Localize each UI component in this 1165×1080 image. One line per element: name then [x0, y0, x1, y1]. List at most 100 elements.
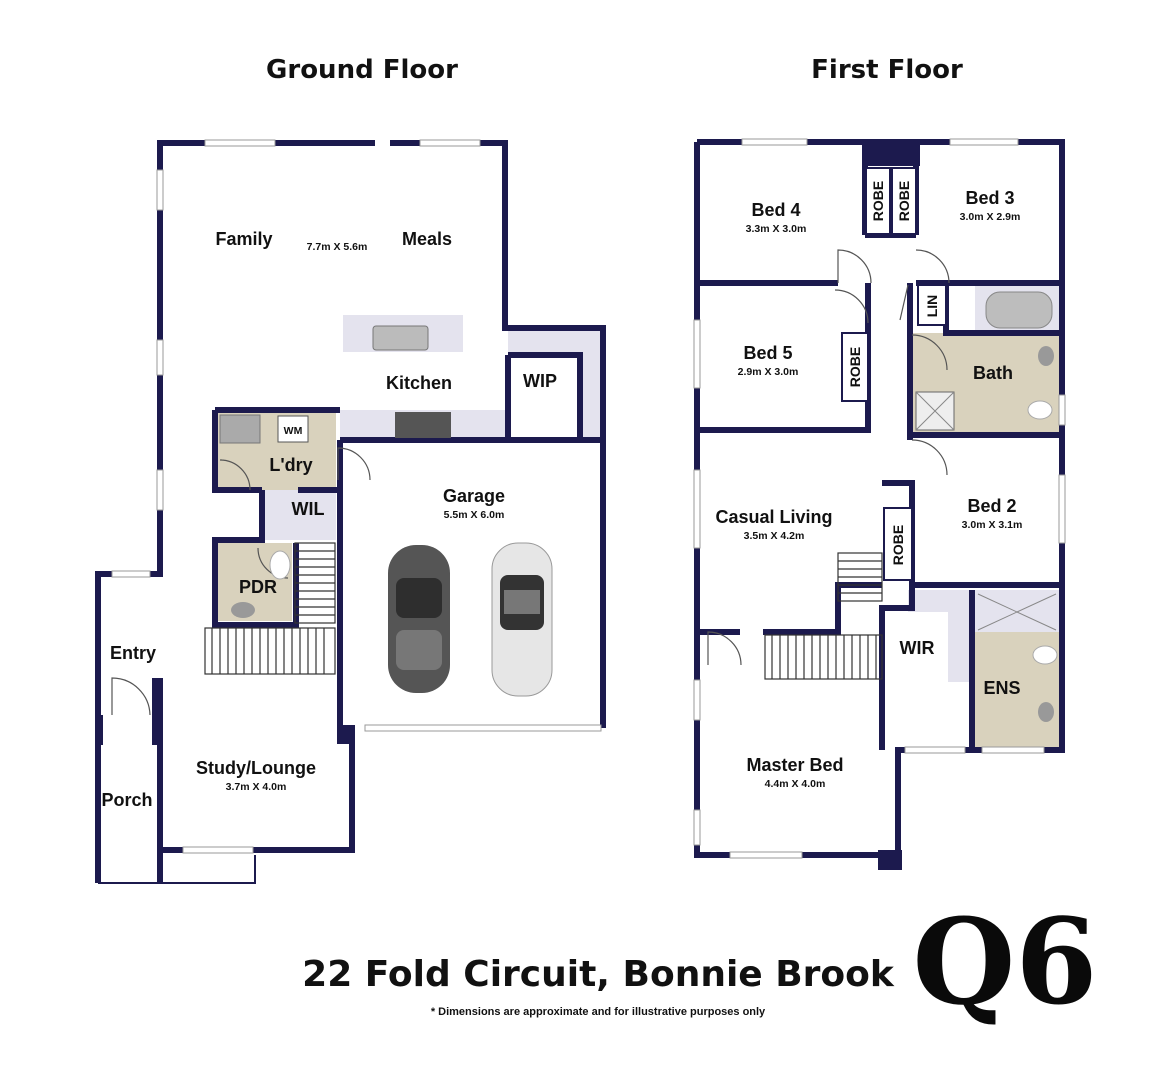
- bed3-label: Bed 3: [965, 188, 1014, 208]
- pdr-label: PDR: [239, 577, 277, 597]
- robe-bed2-label: ROBE: [890, 525, 906, 565]
- garage-door-swing: [337, 447, 371, 481]
- car-dark-icon: [388, 545, 450, 693]
- window: [156, 339, 164, 376]
- window: [693, 679, 701, 721]
- window: [156, 169, 164, 211]
- shower-tray-lines: [915, 391, 955, 431]
- robe-bed4-label: ROBE: [870, 181, 886, 221]
- ground-staircase: [204, 542, 336, 675]
- first-staircase: [764, 552, 883, 680]
- laundry-tub: [219, 414, 261, 444]
- first-floor-title: First Floor: [811, 55, 963, 85]
- dimensions-disclaimer: * Dimensions are approximate and for ill…: [431, 1006, 766, 1018]
- bed2-door-swing: [911, 439, 948, 476]
- window: [981, 746, 1045, 754]
- basin: [1038, 346, 1054, 366]
- casual-bottom-wall: [700, 582, 882, 635]
- bed5-label: Bed 5: [743, 343, 792, 363]
- bed2-label: Bed 2: [967, 496, 1016, 516]
- washing-machine: [277, 415, 309, 443]
- wil-label: WIL: [292, 499, 325, 519]
- ens-shower-lines: [977, 593, 1057, 631]
- bed3-dimensions: 3.0m X 2.9m: [960, 211, 1021, 223]
- bed4-door-swing: [837, 249, 872, 284]
- garage-dimensions: 5.5m X 6.0m: [444, 509, 505, 521]
- toilet: [269, 550, 291, 580]
- bed4-dimensions: 3.3m X 3.0m: [746, 223, 807, 235]
- wm-label: WM: [284, 425, 303, 437]
- bed2-dimensions: 3.0m X 3.1m: [962, 519, 1023, 531]
- entry-label: Entry: [110, 643, 156, 663]
- wir-shelf: [948, 612, 970, 682]
- ground-floor-plan: Ground Floor Family 7.7m X 5.6m Meals Ki…: [95, 55, 606, 884]
- family-meals-dimensions: 7.7m X 5.6m: [307, 241, 368, 253]
- porch-label: Porch: [101, 790, 152, 810]
- robe-bed5: [841, 332, 869, 402]
- laundry-door-swing: [219, 459, 251, 491]
- car-white-icon: [491, 542, 553, 697]
- robe-bed2: [883, 507, 913, 581]
- casual-living-label: Casual Living: [715, 507, 832, 527]
- robe-bed3: [891, 167, 917, 235]
- window: [111, 570, 151, 578]
- laundry-walls: [212, 407, 340, 493]
- wir-walls: [879, 590, 975, 750]
- bath-walls: [907, 283, 1062, 440]
- study-dimensions: 3.7m X 4.0m: [226, 781, 287, 793]
- wir-label: WIR: [900, 638, 935, 658]
- basin: [231, 602, 255, 618]
- master-pier: [878, 850, 902, 870]
- agency-logo: Q6: [913, 892, 1098, 1031]
- toilet: [1027, 400, 1053, 420]
- window: [156, 469, 164, 511]
- window: [729, 851, 803, 859]
- family-label: Family: [215, 229, 272, 249]
- garage-door: [364, 724, 602, 732]
- linen-cupboard: [917, 284, 947, 326]
- robe-bed4: [865, 167, 891, 235]
- window: [182, 846, 254, 854]
- window: [741, 138, 808, 146]
- pdr-walls: [212, 490, 299, 628]
- study-label: Study/Lounge: [196, 758, 316, 778]
- window: [693, 319, 701, 389]
- master-door-swing: [707, 631, 742, 666]
- bed3-door-swing: [915, 249, 950, 284]
- ens-label: ENS: [983, 678, 1020, 698]
- bed5-dimensions: 2.9m X 3.0m: [738, 366, 799, 378]
- window: [904, 746, 966, 754]
- ground-floor-title: Ground Floor: [266, 55, 458, 85]
- wip-floor: [510, 355, 580, 440]
- sink: [372, 325, 429, 351]
- laundry-label: L'dry: [269, 455, 312, 475]
- basin: [1038, 702, 1054, 722]
- wip-walls: [505, 352, 583, 440]
- wip-label: WIP: [523, 371, 557, 391]
- robe-header: [862, 142, 920, 166]
- porch-outline: [98, 855, 256, 884]
- bathtub-icon: [985, 291, 1053, 329]
- lin-door: [899, 284, 909, 321]
- robe-bed3-label: ROBE: [896, 181, 912, 221]
- window: [949, 138, 1019, 146]
- meals-label: Meals: [402, 229, 452, 249]
- window: [419, 139, 481, 147]
- wil-floor: [262, 490, 336, 540]
- kitchen-label: Kitchen: [386, 373, 452, 393]
- entry-door-swing: [111, 677, 151, 716]
- first-floor-plan: First Floor Bed 4 3.3m X 3.0m Bed 3 3.0m…: [693, 55, 1066, 870]
- entry-door-jambs: [97, 678, 158, 745]
- window: [693, 469, 701, 549]
- toilet: [1032, 645, 1058, 665]
- master-bed-dimensions: 4.4m X 4.0m: [765, 778, 826, 790]
- window: [1058, 394, 1066, 426]
- first-outer-wall-left: [694, 142, 880, 858]
- bath-label: Bath: [973, 363, 1013, 383]
- bath-door-swing: [911, 334, 948, 371]
- window: [1058, 474, 1066, 544]
- garage-pier: [337, 728, 353, 744]
- property-address: 22 Fold Circuit, Bonnie Brook: [302, 954, 895, 995]
- wir-shelf: [908, 590, 970, 612]
